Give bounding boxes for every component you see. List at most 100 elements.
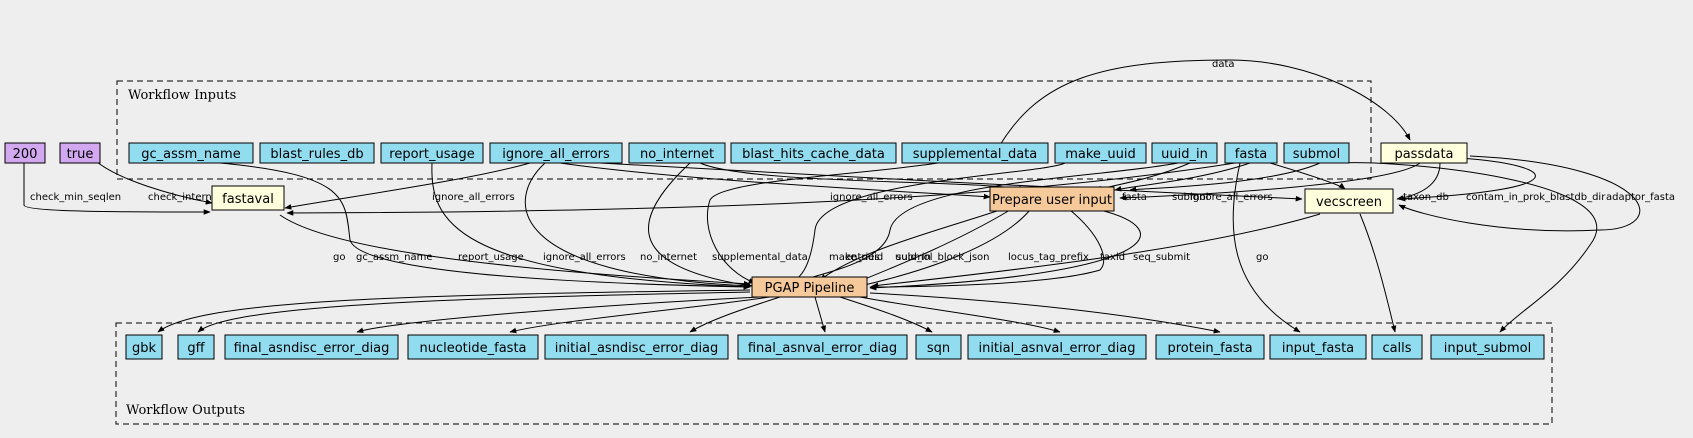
node-box	[177, 334, 215, 360]
edge-200-fastaval	[23, 160, 211, 215]
node-box	[407, 334, 539, 360]
node-box	[4, 142, 46, 164]
workflow-inputs-title: Workflow Inputs	[128, 88, 236, 103]
node-label: fasta	[1235, 147, 1267, 162]
edge-vecscreen-calls	[1359, 213, 1397, 333]
node-label: sqn	[927, 341, 950, 356]
node-box	[1304, 188, 1394, 214]
edge-prepare-pgap-3	[859, 209, 1031, 288]
node-ntrue: true	[59, 142, 101, 164]
edge-submol-inputsubmol	[1339, 162, 1598, 333]
edge-supplemental-passdata	[999, 59, 1411, 146]
workflow-inputs-cluster: Workflow Inputs	[116, 80, 1372, 180]
node-box	[211, 185, 285, 211]
node-box	[1430, 334, 1545, 360]
edge-submol-prepare	[1129, 162, 1321, 193]
node-prepare: Prepare user input	[989, 186, 1115, 212]
node-gbk: gbk	[125, 334, 163, 360]
edge-label-supplemental: supplemental_data	[712, 252, 808, 263]
node-box	[915, 334, 962, 360]
edge-nointernet-pgap	[648, 162, 753, 288]
node-n200: 200	[4, 142, 46, 164]
edge-label-check-internal-ns: check_internal_ns	[148, 192, 237, 203]
edge-label-taxid: taxid	[1100, 252, 1125, 263]
node-box	[967, 334, 1147, 360]
node-label: fastaval	[222, 192, 274, 207]
node-protein-fasta: protein_fasta	[1155, 334, 1265, 360]
node-input-fasta: input_fasta	[1269, 334, 1367, 360]
node-fasta: fasta	[1224, 142, 1278, 164]
edge-label-submol: submol	[1172, 192, 1209, 203]
workflow-outputs-title: Workflow Outputs	[126, 403, 245, 418]
edge-pgap-finalasnval	[814, 296, 826, 333]
edge-label-fasta: fasta	[1122, 192, 1147, 203]
node-label: 200	[13, 147, 38, 162]
node-label: report_usage	[389, 147, 474, 162]
node-box	[125, 334, 163, 360]
edge-label-make-uuid: make_uuid	[829, 252, 883, 263]
node-box	[1054, 142, 1147, 164]
node-label: Prepare user input	[992, 193, 1112, 208]
node-box	[737, 334, 908, 360]
node-box	[1224, 142, 1278, 164]
node-final-asnval-error-diag: final_asnval_error_diag	[737, 334, 908, 360]
node-input-submol: input_submol	[1430, 334, 1545, 360]
node-initial-asnval-error-diag: initial_asnval_error_diag	[967, 334, 1147, 360]
node-box	[489, 142, 623, 164]
edge-passdata-vecscreen-3	[1398, 155, 1641, 232]
node-label: uuid_in	[1161, 147, 1208, 162]
edge-label-uuid-in: uuid_in	[895, 252, 931, 263]
edge-label-entries: entries	[845, 252, 880, 263]
node-submol: submol	[1283, 142, 1350, 164]
node-box	[128, 142, 254, 164]
node-box	[901, 142, 1049, 164]
edge-label-locus-tag-prefix: locus_tag_prefix	[1008, 252, 1089, 263]
edge-pgap-finalasndisc	[356, 296, 761, 334]
node-label: ignore_all_errors	[502, 147, 610, 162]
node-uuid-in: uuid_in	[1151, 142, 1218, 164]
node-blast-hits-cache-data: blast_hits_cache_data	[730, 142, 897, 164]
node-label: input_fasta	[1282, 341, 1354, 356]
node-box	[224, 334, 399, 360]
edge-label-taxon-db: taxon_db	[1403, 192, 1449, 203]
node-label: initial_asndisc_error_diag	[555, 341, 719, 356]
node-label: submol	[1293, 147, 1341, 162]
edge-label-report-usage: report_usage	[458, 252, 524, 263]
edge-ignore-vecscreen	[599, 162, 1303, 202]
node-box	[628, 142, 726, 164]
node-supplemental-data: supplemental_data	[901, 142, 1049, 164]
node-vecscreen: vecscreen	[1304, 188, 1394, 214]
edge-label-contam: contam_in_prok_blastdb_dir	[1466, 192, 1606, 203]
node-calls: calls	[1371, 334, 1423, 360]
edge-label-ignore-fastaval: ignore_all_errors	[432, 192, 515, 203]
edge-supplemental-pgap	[706, 162, 939, 284]
node-label: PGAP Pipeline	[765, 281, 855, 296]
edge-label-check-min-seqlen: check_min_seqlen	[30, 192, 121, 203]
edge-pgap-initialasndisc	[689, 296, 781, 333]
edge-report-pgap	[431, 162, 751, 290]
node-label: gff	[187, 341, 205, 356]
edge-prepare-pgap-4	[869, 209, 1105, 290]
node-box	[59, 142, 101, 164]
edge-ignore-fastaval	[284, 162, 531, 210]
node-gff: gff	[177, 334, 215, 360]
edge-pgap-protein	[869, 292, 1221, 334]
node-box	[989, 186, 1115, 212]
edge-passdata-prepare	[1119, 162, 1421, 201]
node-nucleotide-fasta: nucleotide_fasta	[407, 334, 539, 360]
edge-label-go-fastaval: go	[333, 252, 345, 263]
edges	[23, 59, 1641, 334]
edge-label-adaptor-fasta: adaptor_fasta	[1606, 192, 1675, 203]
node-label: passdata	[1394, 147, 1453, 162]
node-box	[1155, 334, 1265, 360]
edge-fastaval-pgap	[279, 214, 751, 287]
edge-label-data: data	[1212, 59, 1235, 70]
node-pgap: PGAP Pipeline	[751, 276, 868, 298]
node-fastaval: fastaval	[211, 185, 285, 211]
edge-prepare-pgap-2	[849, 209, 1011, 286]
node-no-internet: no_internet	[628, 142, 726, 164]
node-box	[1269, 334, 1367, 360]
node-box	[380, 142, 484, 164]
edge-label-no-internet-pgap: no_internet	[640, 252, 697, 263]
